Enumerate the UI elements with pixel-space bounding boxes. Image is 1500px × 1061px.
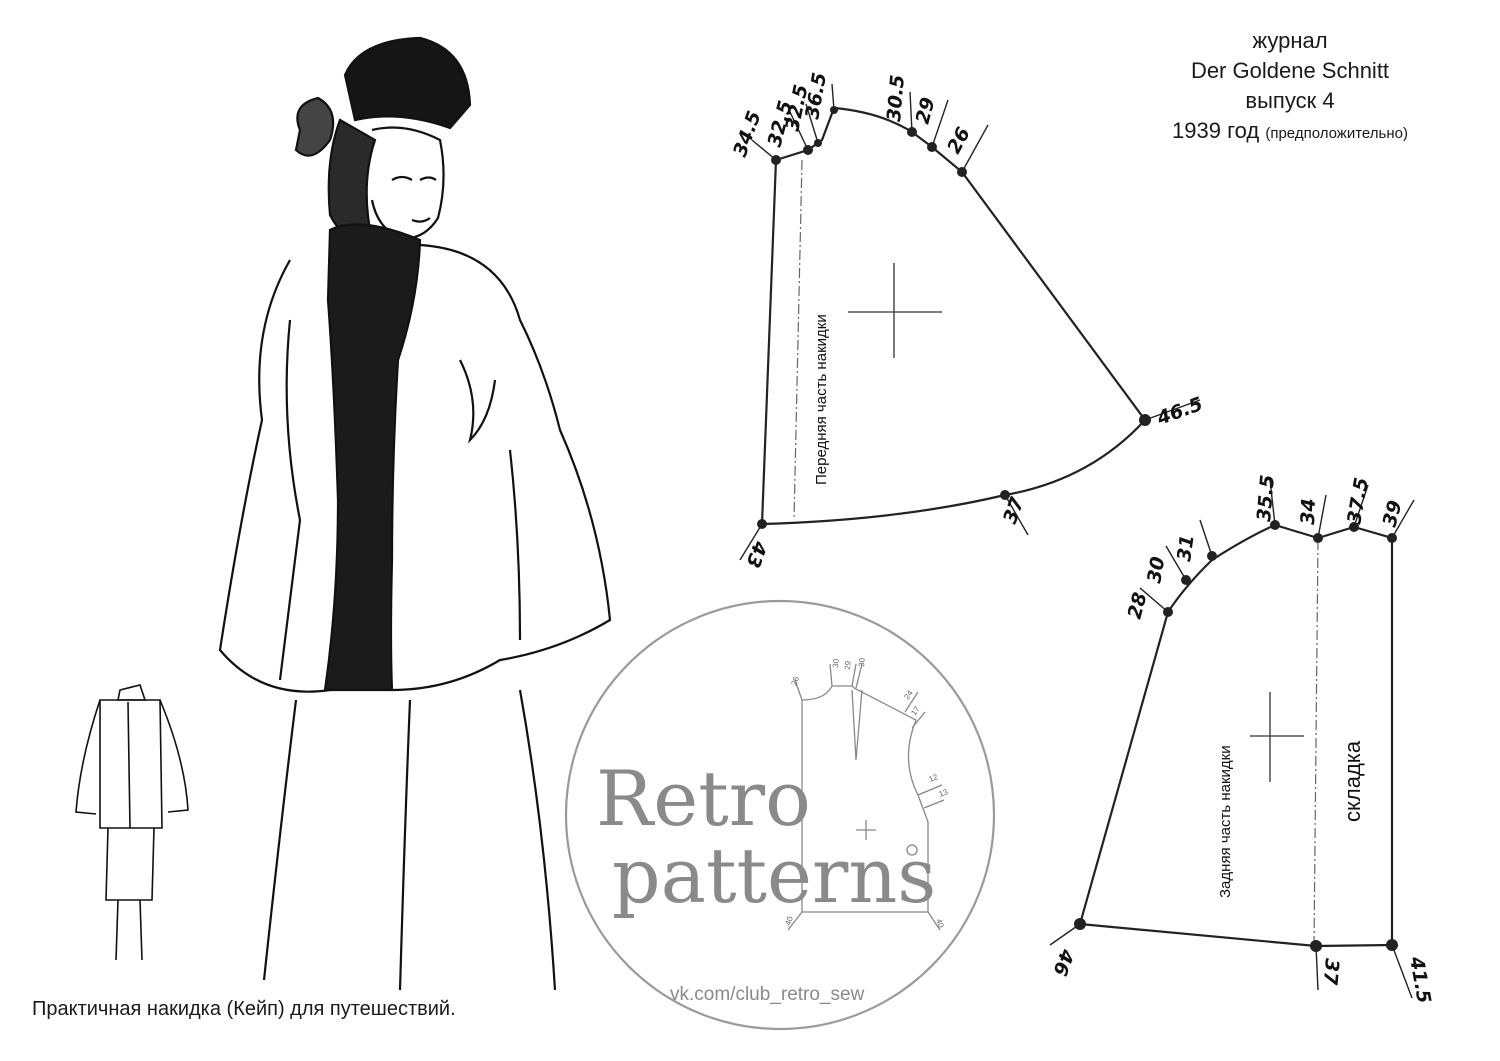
back-piece: 28 30 31 35.5 34 37.5 39 46 37 41.5 Задн… bbox=[1048, 474, 1435, 1005]
front-meas-4: 36.5 bbox=[801, 71, 831, 121]
fur-scarf bbox=[323, 223, 422, 692]
back-meas-10: 41.5 bbox=[1405, 954, 1435, 1005]
hat-bow bbox=[294, 96, 335, 157]
front-ticks bbox=[739, 83, 1201, 561]
mini-label-6: 17 bbox=[909, 704, 922, 717]
cape-outline bbox=[218, 243, 612, 693]
mini-label-9: 40 bbox=[783, 915, 795, 927]
fashion-illustration bbox=[218, 36, 612, 991]
hat bbox=[343, 36, 472, 130]
mini-bodice-pattern bbox=[787, 663, 945, 931]
mini-label-7: 12 bbox=[928, 772, 940, 784]
back-measurement-labels: 28 30 31 35.5 34 37.5 39 46 37 41.5 bbox=[1048, 474, 1435, 1005]
front-meas-8: 46.5 bbox=[1153, 393, 1206, 430]
mini-label-4: 30 bbox=[857, 657, 867, 667]
cape-fold-3 bbox=[508, 449, 522, 641]
back-piece-outline bbox=[1078, 523, 1394, 948]
header-line-issue: выпуск 4 bbox=[1245, 88, 1335, 113]
header-line-journal: журнал bbox=[1252, 28, 1328, 53]
back-fold-label: складка bbox=[1340, 740, 1365, 822]
watermark-title-patterns: patterns bbox=[612, 831, 936, 920]
mini-label-2: 30 bbox=[831, 658, 841, 668]
front-measurement-labels: 34.5 32.5 32.5 36.5 30.5 29 26 46.5 37 4… bbox=[729, 71, 1206, 571]
eye-right bbox=[419, 176, 437, 181]
hair bbox=[327, 118, 377, 242]
back-meas-7: 39 bbox=[1379, 498, 1407, 529]
mini-label-8: 13 bbox=[938, 787, 950, 799]
front-meas-1: 34.5 bbox=[729, 108, 766, 160]
back-meas-3: 31 bbox=[1173, 533, 1198, 562]
header-line-year: 1939 год (предположительно) bbox=[1090, 116, 1490, 149]
back-meas-5: 34 bbox=[1297, 498, 1320, 525]
cape-fold-2 bbox=[459, 359, 497, 444]
header-year: 1939 год bbox=[1172, 118, 1260, 143]
back-fold-line bbox=[1313, 539, 1319, 945]
mini-label-1: 26 bbox=[789, 675, 801, 687]
front-fold-line bbox=[793, 159, 803, 521]
watermark-url: vk.com/club_retro_sew bbox=[670, 984, 865, 1005]
front-meas-5: 30.5 bbox=[883, 74, 909, 123]
front-piece-label: Передняя часть накидки bbox=[813, 314, 830, 485]
header-line-title: Der Goldene Schnitt bbox=[1190, 58, 1390, 83]
back-ticks bbox=[1049, 479, 1415, 999]
magazine-header: журнал Der Goldene Schnitt выпуск 4 1939… bbox=[1090, 26, 1490, 149]
back-piece-label: Задняя часть накидки bbox=[1217, 745, 1234, 898]
front-meas-7: 26 bbox=[943, 124, 975, 158]
back-meas-2: 30 bbox=[1143, 555, 1169, 585]
back-meas-6: 37.5 bbox=[1343, 476, 1373, 526]
cape-fold-1 bbox=[278, 319, 302, 681]
back-meas-4: 35.5 bbox=[1253, 474, 1279, 523]
front-piece-outline bbox=[760, 106, 1147, 526]
mini-label-10: 40 bbox=[934, 918, 946, 930]
back-view-sketch bbox=[75, 684, 189, 961]
front-meas-10: 43 bbox=[741, 537, 771, 570]
back-meas-9: 37 bbox=[1319, 958, 1343, 987]
skirt bbox=[262, 689, 557, 991]
watermark-logo: 26 30 29 30 24 17 12 13 40 40 Retro patt… bbox=[564, 599, 996, 1031]
front-meas-6: 29 bbox=[912, 95, 940, 126]
mouth bbox=[411, 217, 431, 223]
eye-left bbox=[391, 175, 413, 181]
front-piece: 34.5 32.5 32.5 36.5 30.5 29 26 46.5 37 4… bbox=[729, 71, 1206, 571]
back-meas-1: 28 bbox=[1124, 590, 1152, 621]
watermark-circle bbox=[564, 599, 996, 1031]
watermark-title-retro: Retro bbox=[596, 754, 811, 843]
mini-label-3: 29 bbox=[843, 660, 853, 670]
header-note: (предположительно) bbox=[1265, 125, 1408, 142]
back-meas-8: 46 bbox=[1048, 945, 1078, 978]
caption: Практичная накидка (Кейп) для путешестви… bbox=[32, 998, 456, 1020]
back-points bbox=[1074, 520, 1398, 952]
face-outline bbox=[370, 126, 445, 240]
